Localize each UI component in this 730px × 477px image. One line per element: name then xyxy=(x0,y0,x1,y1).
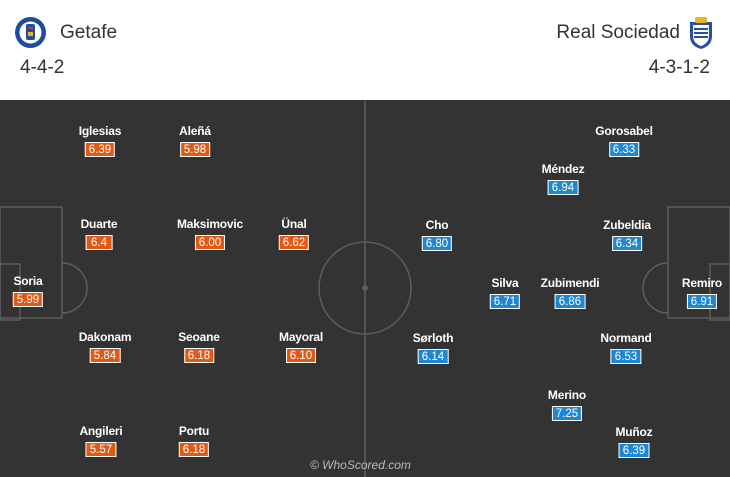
away-player[interactable]: Merino 7.25 xyxy=(548,388,586,422)
player-name: Muñoz xyxy=(615,425,653,439)
player-rating: 6.86 xyxy=(554,294,586,309)
player-name: Duarte xyxy=(80,217,118,231)
away-player[interactable]: Normand 6.53 xyxy=(600,331,652,365)
player-rating: 5.99 xyxy=(12,292,44,307)
player-name: Angileri xyxy=(79,424,123,438)
home-player[interactable]: Maksimovic 6.00 xyxy=(177,217,243,251)
player-rating: 6.94 xyxy=(547,180,579,195)
getafe-crest-icon xyxy=(15,17,46,48)
match-header: Getafe 4-4-2 Real Sociedad 4-3-1-2 xyxy=(0,0,730,96)
away-team-name: Real Sociedad xyxy=(556,22,680,43)
player-name: Méndez xyxy=(541,162,585,176)
player-rating: 5.57 xyxy=(85,442,117,457)
player-rating: 6.71 xyxy=(489,294,521,309)
pitch: Iglesias 6.39 Aleñá 5.98 Duarte 6.4 Maks… xyxy=(0,100,730,477)
player-name: Portu xyxy=(178,424,210,438)
player-rating: 6.18 xyxy=(183,348,215,363)
player-rating: 6.14 xyxy=(417,349,449,364)
player-name: Cho xyxy=(425,218,449,232)
player-rating: 5.98 xyxy=(179,142,211,157)
player-name: Soria xyxy=(13,274,43,288)
home-player[interactable]: Angileri 5.57 xyxy=(79,424,123,458)
home-formation: 4-4-2 xyxy=(20,57,65,78)
player-rating: 6.39 xyxy=(84,142,116,157)
home-player[interactable]: Seoane 6.18 xyxy=(178,330,220,364)
player-name: Seoane xyxy=(178,330,220,344)
away-player[interactable]: Zubeldia 6.34 xyxy=(603,218,651,252)
player-rating: 6.34 xyxy=(611,236,643,251)
player-rating: 6.4 xyxy=(85,235,113,250)
home-player[interactable]: Aleñá 5.98 xyxy=(179,124,211,158)
away-player[interactable]: Remiro 6.91 xyxy=(682,276,722,310)
away-player[interactable]: Zubimendi 6.86 xyxy=(541,276,600,310)
away-player[interactable]: Cho 6.80 xyxy=(421,218,453,252)
away-player[interactable]: Silva 6.71 xyxy=(489,276,521,310)
player-name: Ünal xyxy=(281,217,307,231)
player-name: Normand xyxy=(600,331,652,345)
home-player[interactable]: Duarte 6.4 xyxy=(81,217,118,251)
player-rating: 7.25 xyxy=(551,406,583,421)
watermark: © WhoScored.com xyxy=(310,458,411,472)
player-name: Maksimovic xyxy=(176,217,244,231)
pitch-markings xyxy=(0,100,730,477)
away-player[interactable]: Gorosabel 6.33 xyxy=(595,124,653,158)
home-player[interactable]: Ünal 6.62 xyxy=(278,217,310,251)
player-name: Zubeldia xyxy=(603,218,651,232)
away-player[interactable]: Méndez 6.94 xyxy=(542,162,585,196)
home-player[interactable]: Portu 6.18 xyxy=(178,424,210,458)
home-player[interactable]: Iglesias 6.39 xyxy=(79,124,121,158)
away-player[interactable]: Muñoz 6.39 xyxy=(616,425,653,459)
player-rating: 6.18 xyxy=(178,442,210,457)
away-formation: 4-3-1-2 xyxy=(648,57,710,78)
player-rating: 6.91 xyxy=(686,294,718,309)
home-player[interactable]: Mayoral 6.10 xyxy=(279,330,323,364)
player-rating: 6.53 xyxy=(610,349,642,364)
player-name: Dakonam xyxy=(78,330,132,344)
player-name: Aleñá xyxy=(179,124,211,138)
player-name: Silva xyxy=(491,276,519,290)
player-name: Remiro xyxy=(681,276,723,290)
player-rating: 6.80 xyxy=(421,236,453,251)
player-rating: 6.39 xyxy=(618,443,650,458)
player-rating: 6.10 xyxy=(285,348,317,363)
home-team-name: Getafe xyxy=(60,22,118,43)
player-rating: 6.00 xyxy=(194,235,226,250)
player-name: Gorosabel xyxy=(595,124,653,138)
away-player[interactable]: Sørloth 6.14 xyxy=(413,331,454,365)
player-rating: 6.33 xyxy=(608,142,640,157)
player-rating: 5.84 xyxy=(89,348,121,363)
player-name: Merino xyxy=(547,388,587,402)
player-name: Iglesias xyxy=(78,124,122,138)
player-rating: 6.62 xyxy=(278,235,310,250)
player-name: Zubimendi xyxy=(540,276,600,290)
player-name: Sørloth xyxy=(412,331,454,345)
real-sociedad-crest-icon xyxy=(690,17,712,49)
player-name: Mayoral xyxy=(279,330,323,344)
home-player[interactable]: Soria 5.99 xyxy=(12,274,44,308)
home-player[interactable]: Dakonam 5.84 xyxy=(79,330,132,364)
